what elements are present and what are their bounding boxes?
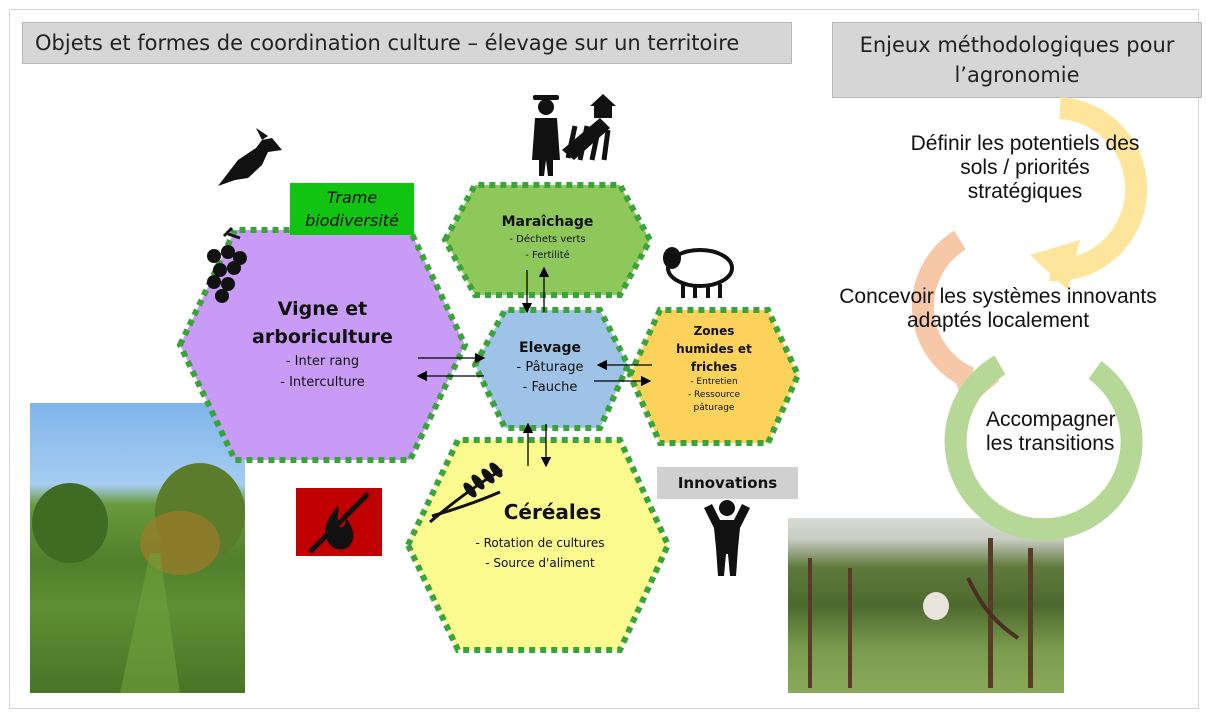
sheep-icon: [663, 247, 734, 298]
cereales-title: Céréales: [503, 500, 602, 524]
cycle-arrow-yellow: [1049, 97, 1148, 282]
diagram-title: Objets et formes de coordination culture…: [22, 22, 792, 64]
zones-item: pâturage: [693, 403, 735, 413]
cycle-step-define-line: sols / priorités: [960, 156, 1090, 179]
maraichage-title: Maraîchage: [501, 214, 594, 230]
farmer-icon: [532, 94, 616, 176]
elevage-title: Elevage: [519, 340, 581, 356]
vigne-title-line1: Vigne et: [277, 298, 368, 320]
no-fire-icon: [296, 488, 382, 556]
zones-title-line2: humides et: [676, 342, 752, 356]
hexagon-elevage: [471, 307, 632, 431]
vigne-title-line2: arboriculture: [252, 326, 393, 348]
diagram-frame: [9, 9, 1199, 709]
cereales-item: - Source d'aliment: [485, 556, 595, 570]
maraichage-item: - Fertilité: [525, 250, 570, 261]
trame-biodiversite-badge: Trame biodiversité: [290, 183, 414, 235]
flow-arrows: [416, 266, 652, 468]
zones-label: Zones humides et friches - Entretien - R…: [660, 322, 768, 415]
cycle-step-define-line: stratégiques: [967, 180, 1083, 203]
cereales-label: Céréales - Rotation de cultures - Source…: [455, 497, 625, 573]
cycle-arrow-yellow-head: [1030, 240, 1080, 290]
zones-title-line1: Zones: [693, 324, 735, 338]
hexagon-maraichage: [441, 182, 654, 298]
cycle-arrows: [911, 97, 1148, 541]
innovations-badge: Innovations: [657, 467, 798, 499]
trame-line1: Trame: [326, 188, 378, 207]
grapes-icon: [207, 226, 247, 303]
cycle-step-define-line: Définir les potentiels des: [910, 132, 1140, 155]
cycle-arrow-orange: [911, 230, 975, 389]
cycle-step-define: Définir les potentiels des sols / priori…: [880, 132, 1170, 204]
vineyard-sheep-photo: [788, 518, 1064, 693]
enjeux-title-line1: Enjeux méthodologiques pour: [859, 33, 1175, 57]
enjeux-title-line2: l’agronomie: [954, 63, 1080, 87]
vineyard-photo: [30, 403, 245, 693]
cycle-step-design-line: Concevoir les systèmes innovants: [839, 285, 1157, 308]
zones-title-line3: friches: [690, 360, 738, 374]
bird-icon: [218, 128, 282, 186]
elevage-item: - Pâturage: [516, 360, 584, 375]
cereales-item: - Rotation de cultures: [475, 536, 605, 550]
cycle-arrow-green: [944, 355, 1143, 541]
hexagon-zones: [626, 307, 802, 446]
hexagon-vigne: [176, 227, 469, 463]
maraichage-label: Maraîchage - Déchets verts - Fertilité: [470, 212, 625, 264]
zones-item: - Ressource: [687, 390, 741, 400]
zones-item: - Entretien: [690, 377, 738, 387]
elevage-item: - Fauche: [522, 380, 578, 395]
raised-arms-person-icon: [704, 500, 750, 576]
cycle-step-support-line: les transitions: [986, 432, 1115, 455]
cycle-step-support: Accompagner les transitions: [968, 408, 1118, 456]
trame-line2: biodiversité: [305, 211, 399, 230]
cycle-step-design: Concevoir les systèmes innovants adaptés…: [812, 285, 1184, 333]
maraichage-item: - Déchets verts: [509, 234, 586, 245]
enjeux-title: Enjeux méthodologiques pour l’agronomie: [832, 22, 1202, 98]
vigne-item: - Interculture: [280, 375, 365, 390]
vigne-item: - Inter rang: [285, 354, 360, 369]
cycle-step-support-line: Accompagner: [986, 408, 1116, 431]
wheat-icon: [429, 462, 503, 524]
vigne-label: Vigne et arboriculture - Inter rang - In…: [235, 295, 410, 393]
elevage-label: Elevage - Pâturage - Fauche: [500, 338, 600, 398]
cycle-step-design-line: adaptés localement: [906, 309, 1090, 332]
